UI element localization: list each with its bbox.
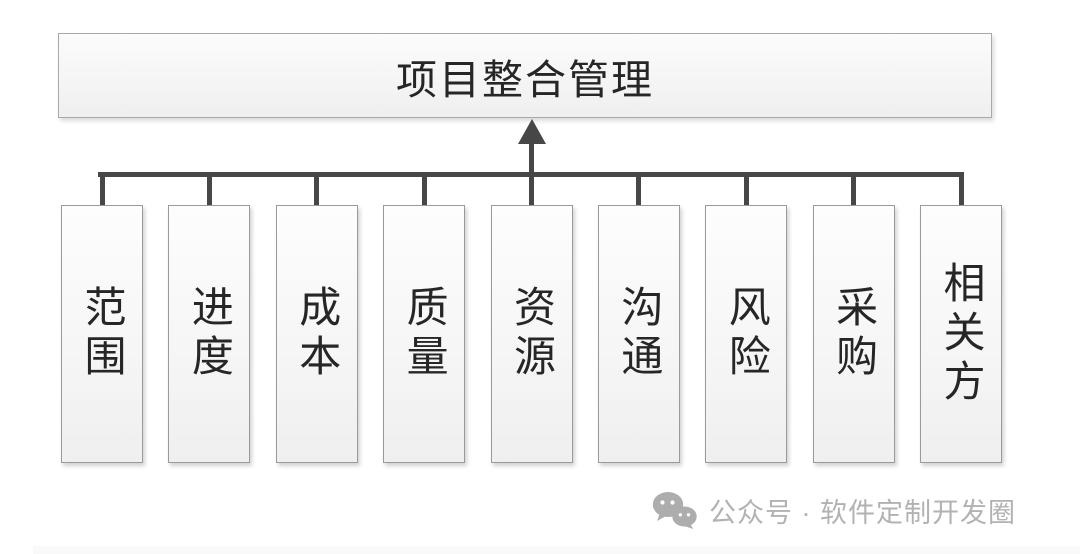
- connector-drop-line: [421, 173, 427, 205]
- arrow-shaft: [529, 143, 534, 174]
- branch-quality: 质量: [383, 173, 466, 463]
- branch-box: 资源: [490, 205, 573, 463]
- branch-box: 质量: [383, 205, 466, 463]
- connector-drop-line: [314, 173, 320, 205]
- branch-scope: 范围: [61, 173, 143, 463]
- branch-label: 进度: [186, 285, 234, 383]
- title-box: 项目整合管理: [58, 33, 992, 118]
- connector-drop-line: [958, 173, 964, 205]
- wechat-icon: [652, 492, 697, 529]
- branch-resources: 资源: [490, 173, 573, 463]
- branch-label: 相关方: [938, 260, 985, 408]
- arrow-up-icon: [518, 119, 546, 144]
- branch-box: 采购: [812, 205, 895, 463]
- branch-box: 相关方: [920, 205, 1002, 463]
- branch-label: 风险: [723, 285, 771, 383]
- branch-label: 范围: [79, 285, 126, 383]
- branch-row: 范围 进度 成本 质量 资源: [61, 173, 1002, 463]
- connector-drop-line: [743, 173, 749, 205]
- branch-schedule: 进度: [168, 173, 251, 463]
- watermark: 公众号 · 软件定制开发圈: [652, 489, 1016, 531]
- connector-drop-line: [99, 173, 105, 205]
- branch-box: 沟通: [597, 205, 680, 463]
- branch-label: 资源: [508, 285, 556, 383]
- branch-communication: 沟通: [597, 173, 680, 463]
- branch-box: 风险: [705, 205, 788, 463]
- branch-box: 进度: [168, 205, 251, 463]
- branch-procurement: 采购: [812, 173, 895, 463]
- branch-box: 范围: [61, 205, 143, 463]
- branch-stakeholders: 相关方: [920, 173, 1002, 463]
- connector-drop-line: [206, 173, 212, 205]
- bottom-bar: [33, 546, 1080, 554]
- title-label: 项目整合管理: [396, 56, 654, 103]
- connector-drop-line: [529, 173, 534, 205]
- branch-cost: 成本: [275, 173, 358, 463]
- connector-drop-line: [851, 173, 857, 205]
- branch-label: 成本: [293, 285, 341, 383]
- connector-drop-line: [636, 173, 642, 205]
- branch-label: 采购: [830, 285, 878, 383]
- branch-label: 质量: [401, 285, 449, 383]
- watermark-text: 公众号 · 软件定制开发圈: [709, 497, 1016, 528]
- branch-label: 沟通: [615, 285, 663, 383]
- branch-box: 成本: [275, 205, 358, 463]
- branch-risk: 风险: [705, 173, 788, 463]
